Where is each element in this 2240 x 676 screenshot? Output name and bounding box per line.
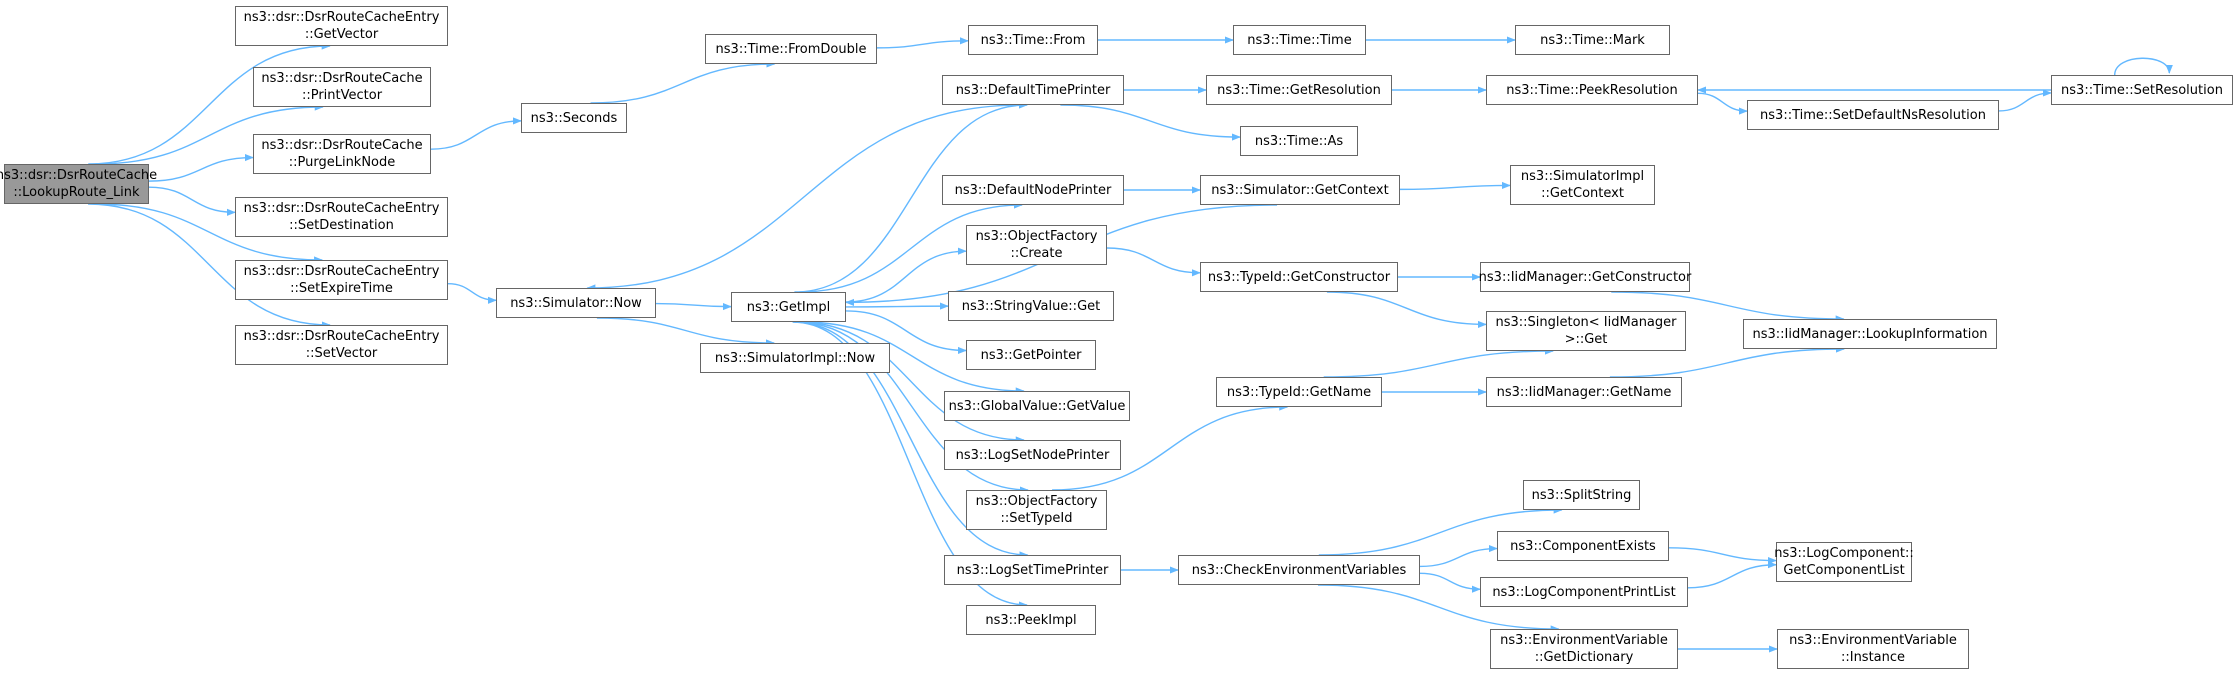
graph-node[interactable]: ns3::Time::SetDefaultNsResolution	[1747, 100, 1999, 130]
graph-node[interactable]: ns3::IidManager::GetConstructor	[1479, 262, 1691, 292]
graph-edge	[590, 60, 776, 104]
graph-edge	[794, 321, 1029, 494]
graph-edge	[430, 117, 522, 150]
graph-node[interactable]: ns3::Seconds	[521, 103, 627, 133]
graph-edge	[88, 42, 331, 165]
graph-edge	[1611, 291, 1845, 323]
graph-edge	[1318, 506, 1563, 556]
graph-node[interactable]: ns3::Time::PeekResolution	[1486, 75, 1698, 105]
graph-node[interactable]: ns3::dsr::DsrRouteCacheEntry ::SetExpire…	[235, 260, 448, 300]
graph-node[interactable]: ns3::Time::FromDouble	[705, 34, 877, 64]
graph-edge	[801, 321, 1025, 395]
graph-node[interactable]: ns3::CheckEnvironmentVariables	[1178, 555, 1420, 585]
graph-edge	[1998, 89, 2052, 112]
graph-edge	[792, 321, 1028, 609]
graph-edge	[596, 317, 775, 347]
graph-edge	[794, 101, 1028, 293]
graph-node[interactable]: ns3::SimulatorImpl::Now	[700, 343, 890, 373]
graph-node[interactable]: ns3::ObjectFactory ::SetTypeId	[966, 490, 1107, 530]
graph-node[interactable]: ns3::Time::SetResolution	[2051, 75, 2233, 105]
graph-edge	[1687, 561, 1777, 589]
graph-edge	[1419, 572, 1481, 593]
graph-node[interactable]: ns3::GetPointer	[966, 340, 1096, 370]
graph-edge	[95, 103, 324, 165]
graph-node[interactable]: ns3::ComponentExists	[1497, 531, 1669, 561]
graph-node[interactable]: ns3::SimulatorImpl ::GetContext	[1510, 165, 1655, 205]
graph-edge	[148, 186, 236, 216]
graph-node[interactable]: ns3::dsr::DsrRouteCacheEntry ::SetDestin…	[235, 197, 448, 237]
graph-edge	[1317, 584, 1560, 633]
graph-node[interactable]: ns3::Time::Mark	[1515, 25, 1670, 55]
graph-node[interactable]: ns3::StringValue::Get	[948, 291, 1114, 321]
graph-node[interactable]: ns3::LogComponent:: GetComponentList	[1774, 542, 1914, 582]
graph-node[interactable]: ns3::IidManager::GetName	[1486, 377, 1682, 407]
graph-node[interactable]: ns3::Time::As	[1240, 126, 1358, 156]
graph-node[interactable]: ns3::Time::From	[968, 25, 1098, 55]
graph-edge	[1326, 291, 1487, 329]
graph-node[interactable]: ns3::DefaultNodePrinter	[942, 175, 1124, 205]
graph-edge	[797, 321, 1025, 444]
graph-node[interactable]: ns3::dsr::DsrRouteCacheEntry ::GetVector	[235, 6, 448, 46]
graph-edge	[95, 203, 324, 264]
graph-node[interactable]: ns3::dsr::DsrRouteCacheEntry ::SetVector	[235, 325, 448, 365]
graph-node[interactable]: ns3::EnvironmentVariable ::Instance	[1777, 629, 1969, 669]
graph-edge	[1106, 247, 1201, 277]
graph-node[interactable]: ns3::Simulator::GetContext	[1200, 175, 1400, 205]
graph-node[interactable]: ns3::GlobalValue::GetValue	[944, 391, 1130, 421]
graph-edge	[1052, 403, 1289, 491]
graph-edge	[1060, 104, 1241, 141]
graph-edge	[1668, 547, 1777, 565]
graph-edge	[845, 302, 949, 310]
graph-edge	[1609, 345, 1846, 378]
graph-node[interactable]: ns3::Time::GetResolution	[1206, 75, 1392, 105]
graph-edge	[2114, 57, 2173, 76]
graph-node[interactable]: ns3::ObjectFactory ::Create	[966, 225, 1107, 265]
graph-node[interactable]: ns3::LogComponentPrintList	[1480, 577, 1688, 607]
graph-node[interactable]: ns3::Singleton< IidManager >::Get	[1486, 311, 1686, 351]
graph-edge	[845, 310, 967, 355]
graph-node[interactable]: ns3::GetImpl	[731, 292, 846, 322]
graph-edge	[148, 153, 254, 182]
graph-node[interactable]: ns3::dsr::DsrRouteCache ::PrintVector	[253, 67, 431, 107]
graph-edge	[1419, 544, 1498, 568]
graph-node[interactable]: ns3::LogSetTimePrinter	[944, 555, 1121, 585]
graph-edge	[655, 302, 732, 311]
graph-edge	[1323, 347, 1554, 378]
graph-node[interactable]: ns3::Time::Time	[1233, 25, 1366, 55]
graph-edge	[876, 37, 969, 49]
graph-node[interactable]: ns3::LogSetNodePrinter	[944, 440, 1121, 470]
graph-edge	[1399, 181, 1511, 191]
graph-edge	[586, 104, 1022, 292]
graph-node[interactable]: ns3::dsr::DsrRouteCache ::LookupRoute_Li…	[0, 164, 157, 204]
graph-node[interactable]: ns3::dsr::DsrRouteCache ::PurgeLinkNode	[253, 134, 431, 174]
graph-node[interactable]: ns3::TypeId::GetName	[1216, 377, 1382, 407]
graph-node[interactable]: ns3::EnvironmentVariable ::GetDictionary	[1490, 629, 1678, 669]
graph-edge	[845, 247, 967, 303]
graph-node[interactable]: ns3::DefaultTimePrinter	[942, 75, 1124, 105]
graph-edge	[1697, 92, 1748, 115]
graph-node[interactable]: ns3::Simulator::Now	[496, 288, 656, 318]
graph-node[interactable]: ns3::TypeId::GetConstructor	[1200, 262, 1398, 292]
graph-node[interactable]: ns3::SplitString	[1523, 480, 1640, 510]
graph-edge	[799, 201, 1023, 293]
graph-node[interactable]: ns3::IidManager::LookupInformation	[1743, 319, 1997, 349]
graph-node[interactable]: ns3::PeekImpl	[966, 605, 1096, 635]
graph-edge	[447, 282, 497, 304]
graph-edge	[88, 203, 331, 329]
graph-edge	[793, 321, 1029, 559]
